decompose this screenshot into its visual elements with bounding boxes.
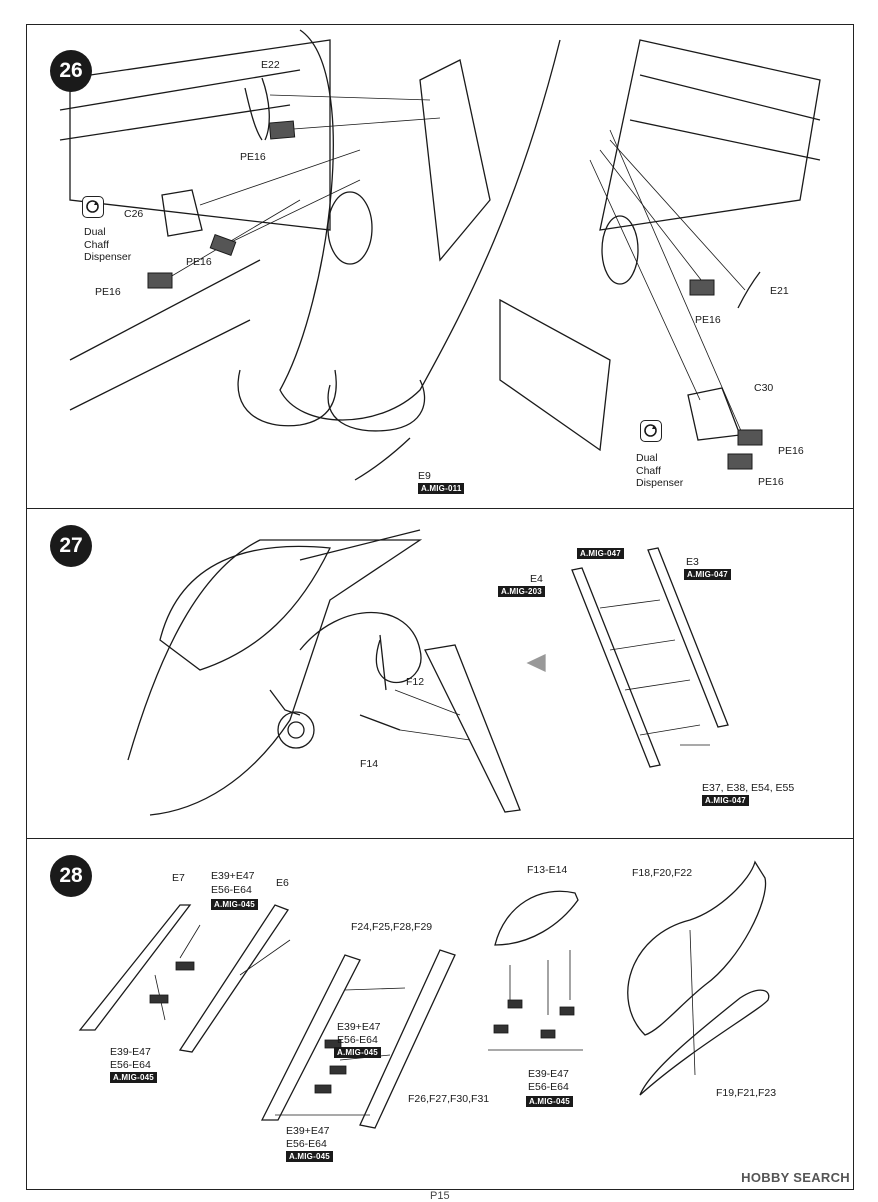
part-label: E56-E64 [110,1059,151,1071]
step-divider [26,838,854,839]
note-line: Dispenser [636,477,684,490]
part-label: E39+E47 [211,870,255,882]
part-label: E22 [261,59,280,71]
instruction-page-frame [26,24,854,1190]
note-line: Chaff [636,464,661,477]
paint-code-badge: A.MIG-047 [577,548,624,559]
pylon-and-pod-drawing [78,860,770,1129]
part-label: E56-E64 [286,1138,327,1150]
part-label: E9 [418,470,431,482]
chaff-dispenser-note: Dual Chaff Dispenser [84,226,131,264]
step-number-badge: 28 [50,855,92,897]
part-label: F14 [360,758,379,770]
part-label: C30 [754,382,774,394]
note-line: Dual [84,226,106,238]
paint-code-badge: A.MIG-045 [286,1151,333,1162]
part-label: E56-E64 [337,1034,378,1046]
part-label: E39+E47 [286,1125,330,1137]
paint-code-badge: A.MIG-045 [526,1096,573,1107]
paint-code-badge: A.MIG-045 [334,1047,381,1058]
part-label: PE16 [695,314,721,326]
aircraft-underside-drawing [59,29,821,481]
part-label: F24,F25,F28,F29 [351,921,433,933]
paint-code-badge: A.MIG-047 [702,795,749,806]
part-label: E21 [770,285,789,297]
part-label: E56-E64 [211,884,252,896]
part-label: PE16 [95,286,121,298]
step-number-badge: 26 [50,50,92,92]
part-label: C26 [124,208,144,220]
part-label: PE16 [778,445,804,457]
paint-code-badge: A.MIG-045 [211,899,258,910]
part-label: E4 [530,573,543,585]
cockpit-side-drawing [127,529,729,816]
step-divider [26,508,854,509]
note-line: Dispenser [84,251,132,264]
part-label: E3 [686,556,699,568]
part-label: E39-E47 [528,1068,569,1080]
watermark: HOBBY SEARCH [741,1170,850,1185]
note-line: Chaff [84,238,109,251]
part-label: PE16 [758,476,784,488]
page-number: P15 [430,1190,450,1202]
part-label: E6 [276,877,289,889]
part-label: F18,F20,F22 [632,867,693,879]
part-label: E39+E47 [337,1021,381,1033]
part-label: PE16 [186,256,212,268]
part-label: F13-E14 [527,864,568,876]
part-label: PE16 [240,151,266,163]
rotate-icon [640,420,662,442]
rotate-icon [82,196,104,218]
note-line: Dual [636,452,658,464]
paint-code-badge: A.MIG-047 [684,569,731,580]
part-label: F19,F21,F23 [716,1087,777,1099]
part-label: F12 [406,676,425,688]
step-number-badge: 27 [50,525,92,567]
part-label: E39-E47 [110,1046,151,1058]
part-label: F26,F27,F30,F31 [408,1093,490,1105]
paint-code-badge: A.MIG-203 [498,586,545,597]
part-label: E7 [172,872,185,884]
paint-code-badge: A.MIG-045 [110,1072,157,1083]
part-label: E37, E38, E54, E55 [702,782,795,794]
part-label: E56-E64 [528,1081,569,1093]
chaff-dispenser-note: Dual Chaff Dispenser [636,452,683,490]
paint-code-badge: A.MIG-011 [418,483,465,494]
